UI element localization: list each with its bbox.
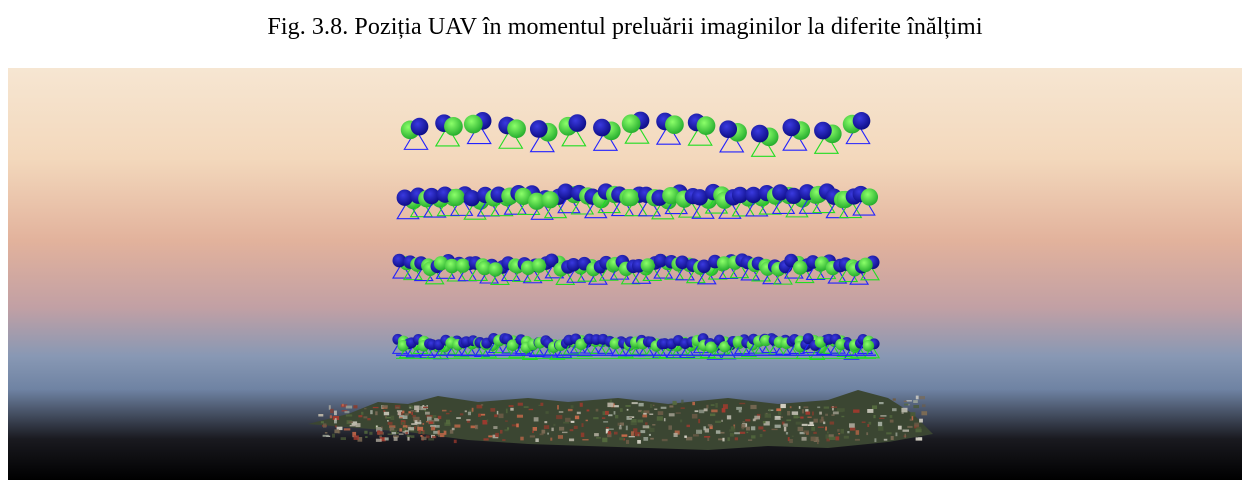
uav-camera-marker bbox=[687, 113, 716, 146]
camera-row-altitude-1 bbox=[391, 333, 881, 361]
terrain-silhouette bbox=[308, 390, 933, 450]
uav-camera-marker bbox=[621, 111, 650, 144]
uav-camera-marker bbox=[434, 114, 463, 147]
uav-camera-marker bbox=[842, 112, 871, 145]
uav-camera-positions-figure bbox=[8, 68, 1242, 480]
uav-camera-marker bbox=[782, 118, 811, 151]
uav-camera-marker bbox=[463, 112, 492, 145]
scene-svg bbox=[8, 68, 1242, 480]
camera-row-altitude-4 bbox=[400, 111, 871, 157]
uav-camera-marker bbox=[750, 124, 779, 157]
uav-camera-marker bbox=[852, 185, 879, 216]
figure-caption: Fig. 3.8. Poziția UAV în momentul preluă… bbox=[267, 14, 983, 40]
camera-row-altitude-3 bbox=[396, 183, 879, 220]
uav-camera-marker bbox=[813, 121, 842, 154]
uav-camera-marker bbox=[592, 118, 621, 151]
uav-camera-marker bbox=[529, 120, 558, 153]
uav-camera-marker bbox=[719, 120, 747, 153]
camera-rows bbox=[391, 111, 881, 361]
camera-row-altitude-2 bbox=[392, 253, 880, 285]
uav-camera-marker bbox=[558, 114, 587, 147]
uav-camera-marker bbox=[858, 255, 880, 281]
uav-camera-marker bbox=[400, 117, 429, 150]
uav-camera-marker bbox=[498, 116, 526, 149]
terrain-point-cloud bbox=[308, 390, 933, 450]
uav-camera-marker bbox=[655, 112, 684, 145]
uav-camera-marker bbox=[862, 338, 881, 359]
